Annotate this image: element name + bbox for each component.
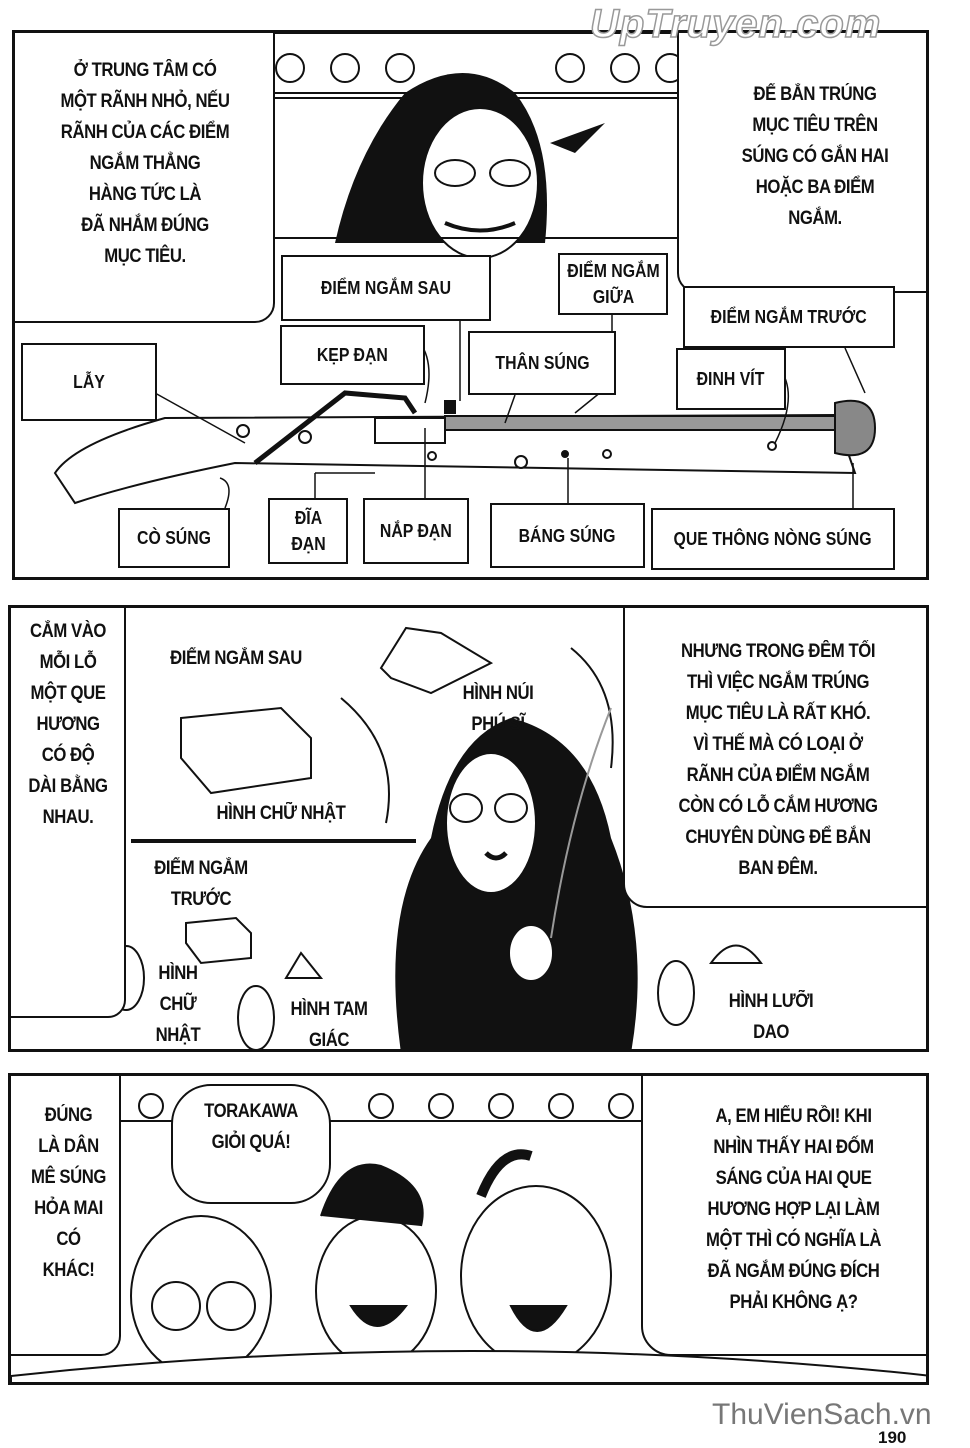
watermark-text: ThuVienSach.vn <box>712 1398 932 1431</box>
label-text: KẸP ĐẠN <box>316 345 389 365</box>
label-text: LẪY <box>73 372 105 392</box>
panel-3: ĐÚNG LÀ DÂN MÊ SÚNG HỎA MAI CÓ KHÁC! TOR… <box>8 1073 929 1385</box>
bubble-text-left: ĐÚNG LÀ DÂN MÊ SÚNG HỎA MAI CÓ KHÁC! <box>31 1105 106 1281</box>
label-text: ĐIỂM NGẮM SAU <box>320 278 452 298</box>
panel-2-artwork <box>107 626 763 1049</box>
speech-bubble-right <box>623 608 926 908</box>
bubble-text-middle: TORAKAWA GIỎI QUÁ! <box>204 1101 298 1153</box>
label-mount-fuji: HÌNH NÚI PHÚ SĨ <box>462 683 534 735</box>
label-blade: HÌNH LƯỠI DAO <box>728 991 814 1043</box>
label-text: THÂN SÚNG <box>494 353 590 373</box>
label-pan: ĐĨA ĐẠN <box>268 498 348 564</box>
speech-bubble-left <box>11 608 126 1018</box>
label-clamp: KẸP ĐẠN <box>280 325 425 385</box>
three-children <box>11 1149 926 1382</box>
label-ramrod: QUE THÔNG NÒNG SÚNG <box>651 508 895 570</box>
label-rectangle-front: HÌNH CHỮ NHẬT <box>155 963 201 1046</box>
sight-drawings <box>107 626 763 1049</box>
label-pan-cover: NẮP ĐẠN <box>363 498 469 564</box>
label-text: ĐIỂM NGẮM GIỮA <box>566 261 660 307</box>
label-middle-sight: ĐIỂM NGẮM GIỮA <box>558 253 668 315</box>
label-rear-sight: ĐIỂM NGẮM SAU <box>170 648 302 669</box>
front-rectangle-sight-drawing <box>185 916 252 965</box>
matchlock-gun-diagram <box>53 390 877 505</box>
label-text: QUE THÔNG NÒNG SÚNG <box>673 529 872 549</box>
bubble-text-right: A, EM HIỂU RỒI! KHI NHÌN THẤY HAI ĐỐM SÁ… <box>706 1106 881 1313</box>
label-text: ĐĨA ĐẠN <box>290 508 326 554</box>
speech-bubble-left <box>15 33 275 323</box>
roof-tiles <box>269 33 691 99</box>
speech-bubble-right <box>677 33 926 293</box>
child-middle <box>315 1215 437 1367</box>
speech-bubble-middle <box>171 1084 331 1204</box>
label-text: CÒ SÚNG <box>137 528 211 548</box>
bubble-text-right: NHƯNG TRONG ĐÊM TỐI THÌ VIỆC NGẮM TRÚNG … <box>678 641 878 879</box>
speech-bubble-left <box>11 1076 121 1356</box>
panel-1: Ở TRUNG TÂM CÓ MỘT RÃNH NHỎ, NẾU RÃNH CỦ… <box>12 30 929 580</box>
page-number: 190 <box>878 1428 907 1447</box>
child-right <box>460 1185 612 1367</box>
barrel-drawing <box>237 985 275 1049</box>
label-text: ĐIỂM NGẮM TRƯỚC <box>710 307 868 327</box>
label-text: ĐINH VÍT <box>697 369 765 389</box>
fuji-sight-drawing <box>379 626 494 695</box>
torakawa-character <box>335 73 605 259</box>
blade-sight-drawing <box>709 944 763 964</box>
label-barrel: THÂN SÚNG <box>468 331 616 395</box>
label-front-sight: ĐIỂM NGẮM TRƯỚC <box>154 858 248 910</box>
label-trigger: CÒ SÚNG <box>118 508 230 568</box>
label-hammer: LẪY <box>21 343 157 421</box>
bubble-text-left: CẮM VÀO MỖI LỖ MỘT QUE HƯƠNG CÓ ĐỘ DÀI B… <box>28 621 108 828</box>
label-text: BÁNG SÚNG <box>519 525 616 546</box>
label-triangle: HÌNH TAM GIÁC <box>290 999 368 1051</box>
rectangle-sight-drawing <box>180 706 312 795</box>
bubble-text-left: Ở TRUNG TÂM CÓ MỘT RÃNH NHỎ, NẾU RÃNH CỦ… <box>60 60 230 267</box>
label-text: NẮP ĐẠN <box>380 521 452 541</box>
thuviensach-watermark: ThuVienSach.vn <box>712 1398 932 1432</box>
label-screw: ĐINH VÍT <box>676 348 786 410</box>
torakawa-character-holding-incense <box>395 707 638 1049</box>
speech-bubble-right <box>641 1076 926 1356</box>
bubble-text-right: ĐỂ BẮN TRÚNG MỤC TIÊU TRÊN SÚNG CÓ GẮN H… <box>741 84 889 229</box>
label-stock: BÁNG SÚNG <box>490 503 645 568</box>
panel-1-artwork <box>53 33 877 509</box>
label-rectangle: HÌNH CHỮ NHẬT <box>216 803 346 824</box>
label-rear-sight: ĐIỂM NGẮM SAU <box>281 255 491 321</box>
panel-3-artwork <box>11 1093 926 1382</box>
label-front-sight: ĐIỂM NGẮM TRƯỚC <box>683 286 895 348</box>
barrel-drawing <box>657 960 695 1026</box>
panel-2: CẮM VÀO MỖI LỖ MỘT QUE HƯƠNG CÓ ĐỘ DÀI B… <box>8 605 929 1052</box>
triangle-sight-drawing <box>284 951 324 979</box>
